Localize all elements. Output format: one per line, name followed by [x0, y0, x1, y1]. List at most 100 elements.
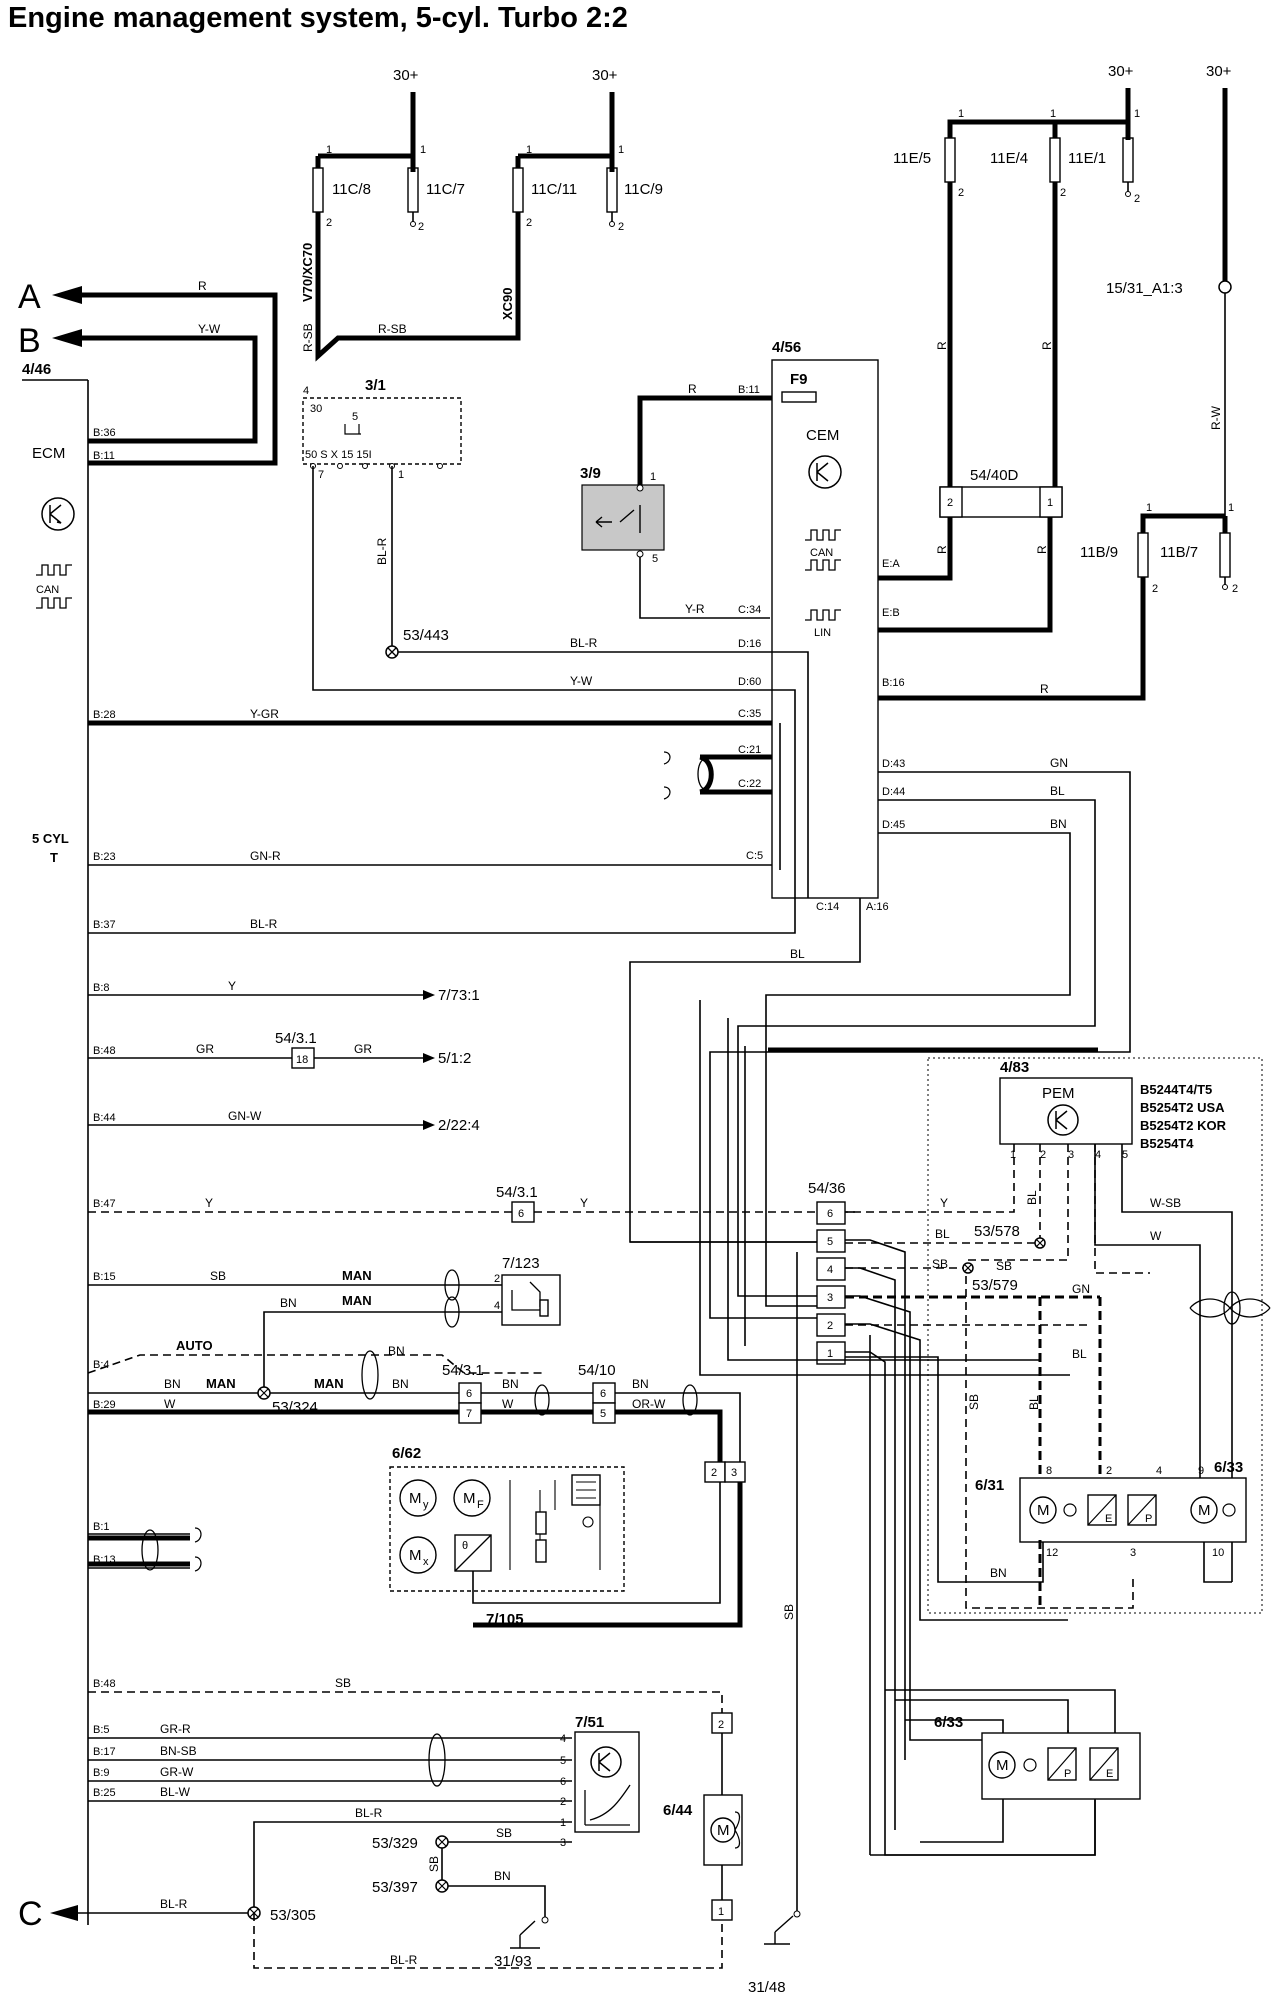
svg-text:Y-W: Y-W — [570, 674, 593, 688]
svg-text:BL: BL — [1050, 784, 1065, 798]
svg-text:Y: Y — [205, 1196, 213, 1210]
supply-30-2: 30+ — [592, 67, 618, 84]
pump-motor-icon — [1190, 1496, 1218, 1524]
svg-text:R-SB: R-SB — [301, 323, 315, 352]
svg-text:11E/4: 11E/4 — [990, 150, 1028, 167]
cem-module: 4/56 F9 CEM CAN LIN B:11 C:34 D:16 D:60 … — [738, 339, 905, 913]
pin-b44: B:44 — [93, 1112, 116, 1124]
svg-text:4: 4 — [560, 1733, 566, 1745]
svg-text:E:A: E:A — [882, 558, 900, 570]
svg-text:R: R — [1040, 682, 1049, 696]
svg-text:11C/8: 11C/8 — [332, 181, 371, 198]
svg-text:7/73:1: 7/73:1 — [438, 987, 480, 1004]
svg-text:18: 18 — [296, 1054, 308, 1066]
pin-b37: B:37 — [93, 919, 116, 931]
svg-text:5: 5 — [600, 1408, 606, 1420]
supply-30-1: 30+ — [393, 67, 419, 84]
svg-text:C:35: C:35 — [738, 708, 761, 720]
svg-text:2: 2 — [827, 1320, 833, 1332]
svg-text:CEM: CEM — [806, 427, 839, 444]
svg-text:y: y — [423, 1499, 429, 1511]
svg-text:MAN: MAN — [206, 1376, 236, 1391]
svg-text:M: M — [996, 1757, 1009, 1774]
svg-text:1: 1 — [526, 144, 532, 156]
transistor-icon — [41, 497, 75, 531]
svg-text:Y-GR: Y-GR — [250, 707, 279, 721]
svg-text:3: 3 — [1068, 1149, 1074, 1161]
svg-text:4/56: 4/56 — [772, 339, 801, 356]
can-wave-icon — [805, 559, 841, 571]
variant-v70: V70/XC70 — [300, 243, 315, 302]
svg-text:P: P — [1064, 1768, 1071, 1780]
svg-text:53/578: 53/578 — [974, 1223, 1020, 1240]
svg-text:2: 2 — [560, 1796, 566, 1808]
ground-switch-icon — [510, 1920, 540, 1949]
fuse-11b9 — [1137, 532, 1149, 578]
pin-b9: B:9 — [93, 1767, 110, 1779]
svg-text:2: 2 — [1106, 1465, 1112, 1477]
pin-b29: B:29 — [93, 1399, 116, 1411]
svg-text:D:60: D:60 — [738, 676, 761, 688]
svg-text:6: 6 — [827, 1208, 833, 1220]
svg-text:2: 2 — [326, 217, 332, 229]
svg-text:MAN: MAN — [342, 1293, 372, 1308]
throttle-section: SB MAN 7/123 2 4 BN MAN AUTO BN MAN 53/3… — [87, 1255, 746, 1628]
svg-text:SB: SB — [210, 1269, 226, 1283]
svg-text:6/62: 6/62 — [392, 1445, 421, 1462]
switch-symbol — [595, 505, 641, 533]
diagram-title: Engine management system, 5-cyl. Turbo 2… — [8, 2, 628, 34]
svg-text:2: 2 — [958, 187, 964, 199]
svg-text:GN-W: GN-W — [228, 1109, 262, 1123]
svg-text:53/579: 53/579 — [972, 1277, 1018, 1294]
svg-text:4: 4 — [303, 385, 309, 397]
svg-text:W: W — [1150, 1229, 1162, 1243]
svg-text:BL-R: BL-R — [390, 1953, 418, 1967]
pin-b8: B:8 — [93, 982, 110, 994]
svg-text:x: x — [423, 1556, 429, 1568]
svg-text:30+: 30+ — [1206, 63, 1232, 80]
svg-text:BL-R: BL-R — [250, 917, 278, 931]
svg-text:SB: SB — [996, 1259, 1012, 1273]
svg-text:GR-W: GR-W — [160, 1765, 194, 1779]
svg-text:M: M — [1198, 1502, 1211, 1519]
svg-text:1: 1 — [718, 1906, 724, 1918]
pin-b17: B:17 — [93, 1746, 116, 1758]
svg-text:54/3.1: 54/3.1 — [275, 1030, 317, 1047]
pin-b11: B:11 — [93, 450, 115, 462]
svg-text:54/40D: 54/40D — [970, 467, 1019, 484]
svg-text:6/33: 6/33 — [934, 1714, 963, 1731]
svg-text:Y: Y — [228, 979, 236, 993]
svg-text:3: 3 — [560, 1837, 566, 1849]
svg-text:6/31: 6/31 — [975, 1477, 1004, 1494]
svg-text:11B/9: 11B/9 — [1080, 544, 1118, 561]
svg-text:2: 2 — [1134, 193, 1140, 205]
transistor-icon — [590, 1746, 622, 1778]
svg-text:5: 5 — [827, 1236, 833, 1248]
svg-text:53/443: 53/443 — [403, 627, 449, 644]
svg-text:1: 1 — [958, 108, 964, 120]
svg-text:54/3.1: 54/3.1 — [496, 1184, 538, 1201]
svg-text:MAN: MAN — [342, 1268, 372, 1283]
ecm-pin-labels: B:36 B:11 B:28 B:23 B:37 B:8 B:48 B:44 B… — [93, 427, 116, 1799]
svg-text:2: 2 — [947, 497, 953, 509]
svg-text:R: R — [1040, 341, 1054, 350]
pump-motor-icon — [988, 1751, 1016, 1779]
component-7-51 — [574, 1731, 640, 1833]
ecm-name: ECM — [32, 445, 65, 462]
cem-fuse-f9 — [781, 391, 817, 403]
svg-text:2: 2 — [1060, 187, 1066, 199]
svg-text:BN: BN — [280, 1296, 297, 1310]
svg-text:BN: BN — [392, 1377, 409, 1391]
motor-icon — [399, 1536, 437, 1574]
svg-text:2: 2 — [618, 221, 624, 233]
arrow-b-head — [52, 329, 82, 347]
svg-text:5/1:2: 5/1:2 — [438, 1050, 471, 1067]
svg-text:4: 4 — [1156, 1465, 1162, 1477]
svg-text:R: R — [935, 545, 949, 554]
svg-text:GN-R: GN-R — [250, 849, 281, 863]
svg-text:3/1: 3/1 — [365, 377, 386, 394]
ecm-can-label: CAN — [36, 584, 59, 596]
svg-text:D:45: D:45 — [882, 819, 905, 831]
arrow-c-label: C — [18, 1895, 43, 1933]
